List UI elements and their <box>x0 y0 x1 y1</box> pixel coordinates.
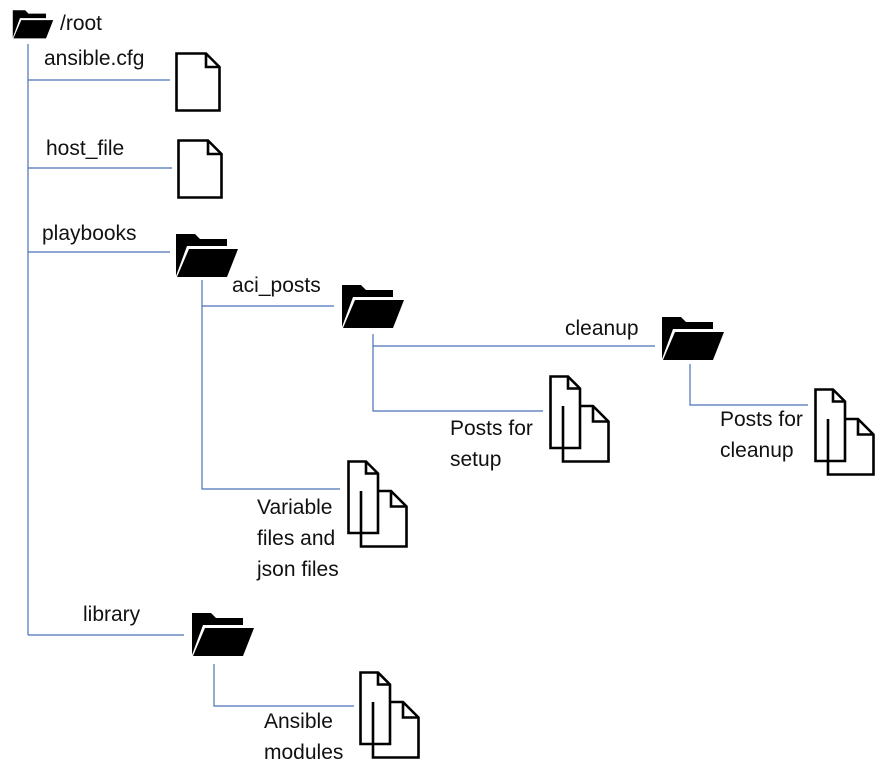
library-label: library <box>83 603 141 626</box>
variable-files-label: Variable files and json files <box>257 496 339 581</box>
root-label: /root <box>60 12 103 35</box>
library-folder-icon[interactable] <box>190 611 256 657</box>
aci-posts-label: aci_posts <box>232 274 321 297</box>
playbooks-folder-icon[interactable] <box>174 232 240 278</box>
aci-posts-folder-icon[interactable] <box>340 283 406 329</box>
connector-library-trunk <box>213 664 354 707</box>
posts-for-cleanup-label: Posts for cleanup <box>720 408 803 462</box>
posts-for-setup-label: Posts for setup <box>450 417 533 471</box>
posts-for-cleanup-files-icon[interactable] <box>814 388 876 476</box>
cleanup-label: cleanup <box>565 317 639 340</box>
host-file-file-icon[interactable] <box>177 139 223 199</box>
host-file-label: host_file <box>46 137 125 160</box>
ansible-cfg-file-icon[interactable] <box>175 52 221 112</box>
connector-aci-posts-trunk <box>372 334 543 412</box>
ansible-modules-label: Ansible modules <box>264 710 344 764</box>
connector-playbooks-trunk <box>201 280 340 490</box>
posts-for-setup-files-icon[interactable] <box>549 375 611 463</box>
playbooks-label: playbooks <box>42 222 137 245</box>
connector-cleanup-trunk <box>689 364 808 406</box>
variable-files-files-icon[interactable] <box>347 460 409 548</box>
cleanup-folder-icon[interactable] <box>660 315 726 361</box>
ansible-modules-files-icon[interactable] <box>359 671 421 759</box>
ansible-cfg-label: ansible.cfg <box>44 47 145 70</box>
root-folder-icon[interactable] <box>11 9 55 39</box>
